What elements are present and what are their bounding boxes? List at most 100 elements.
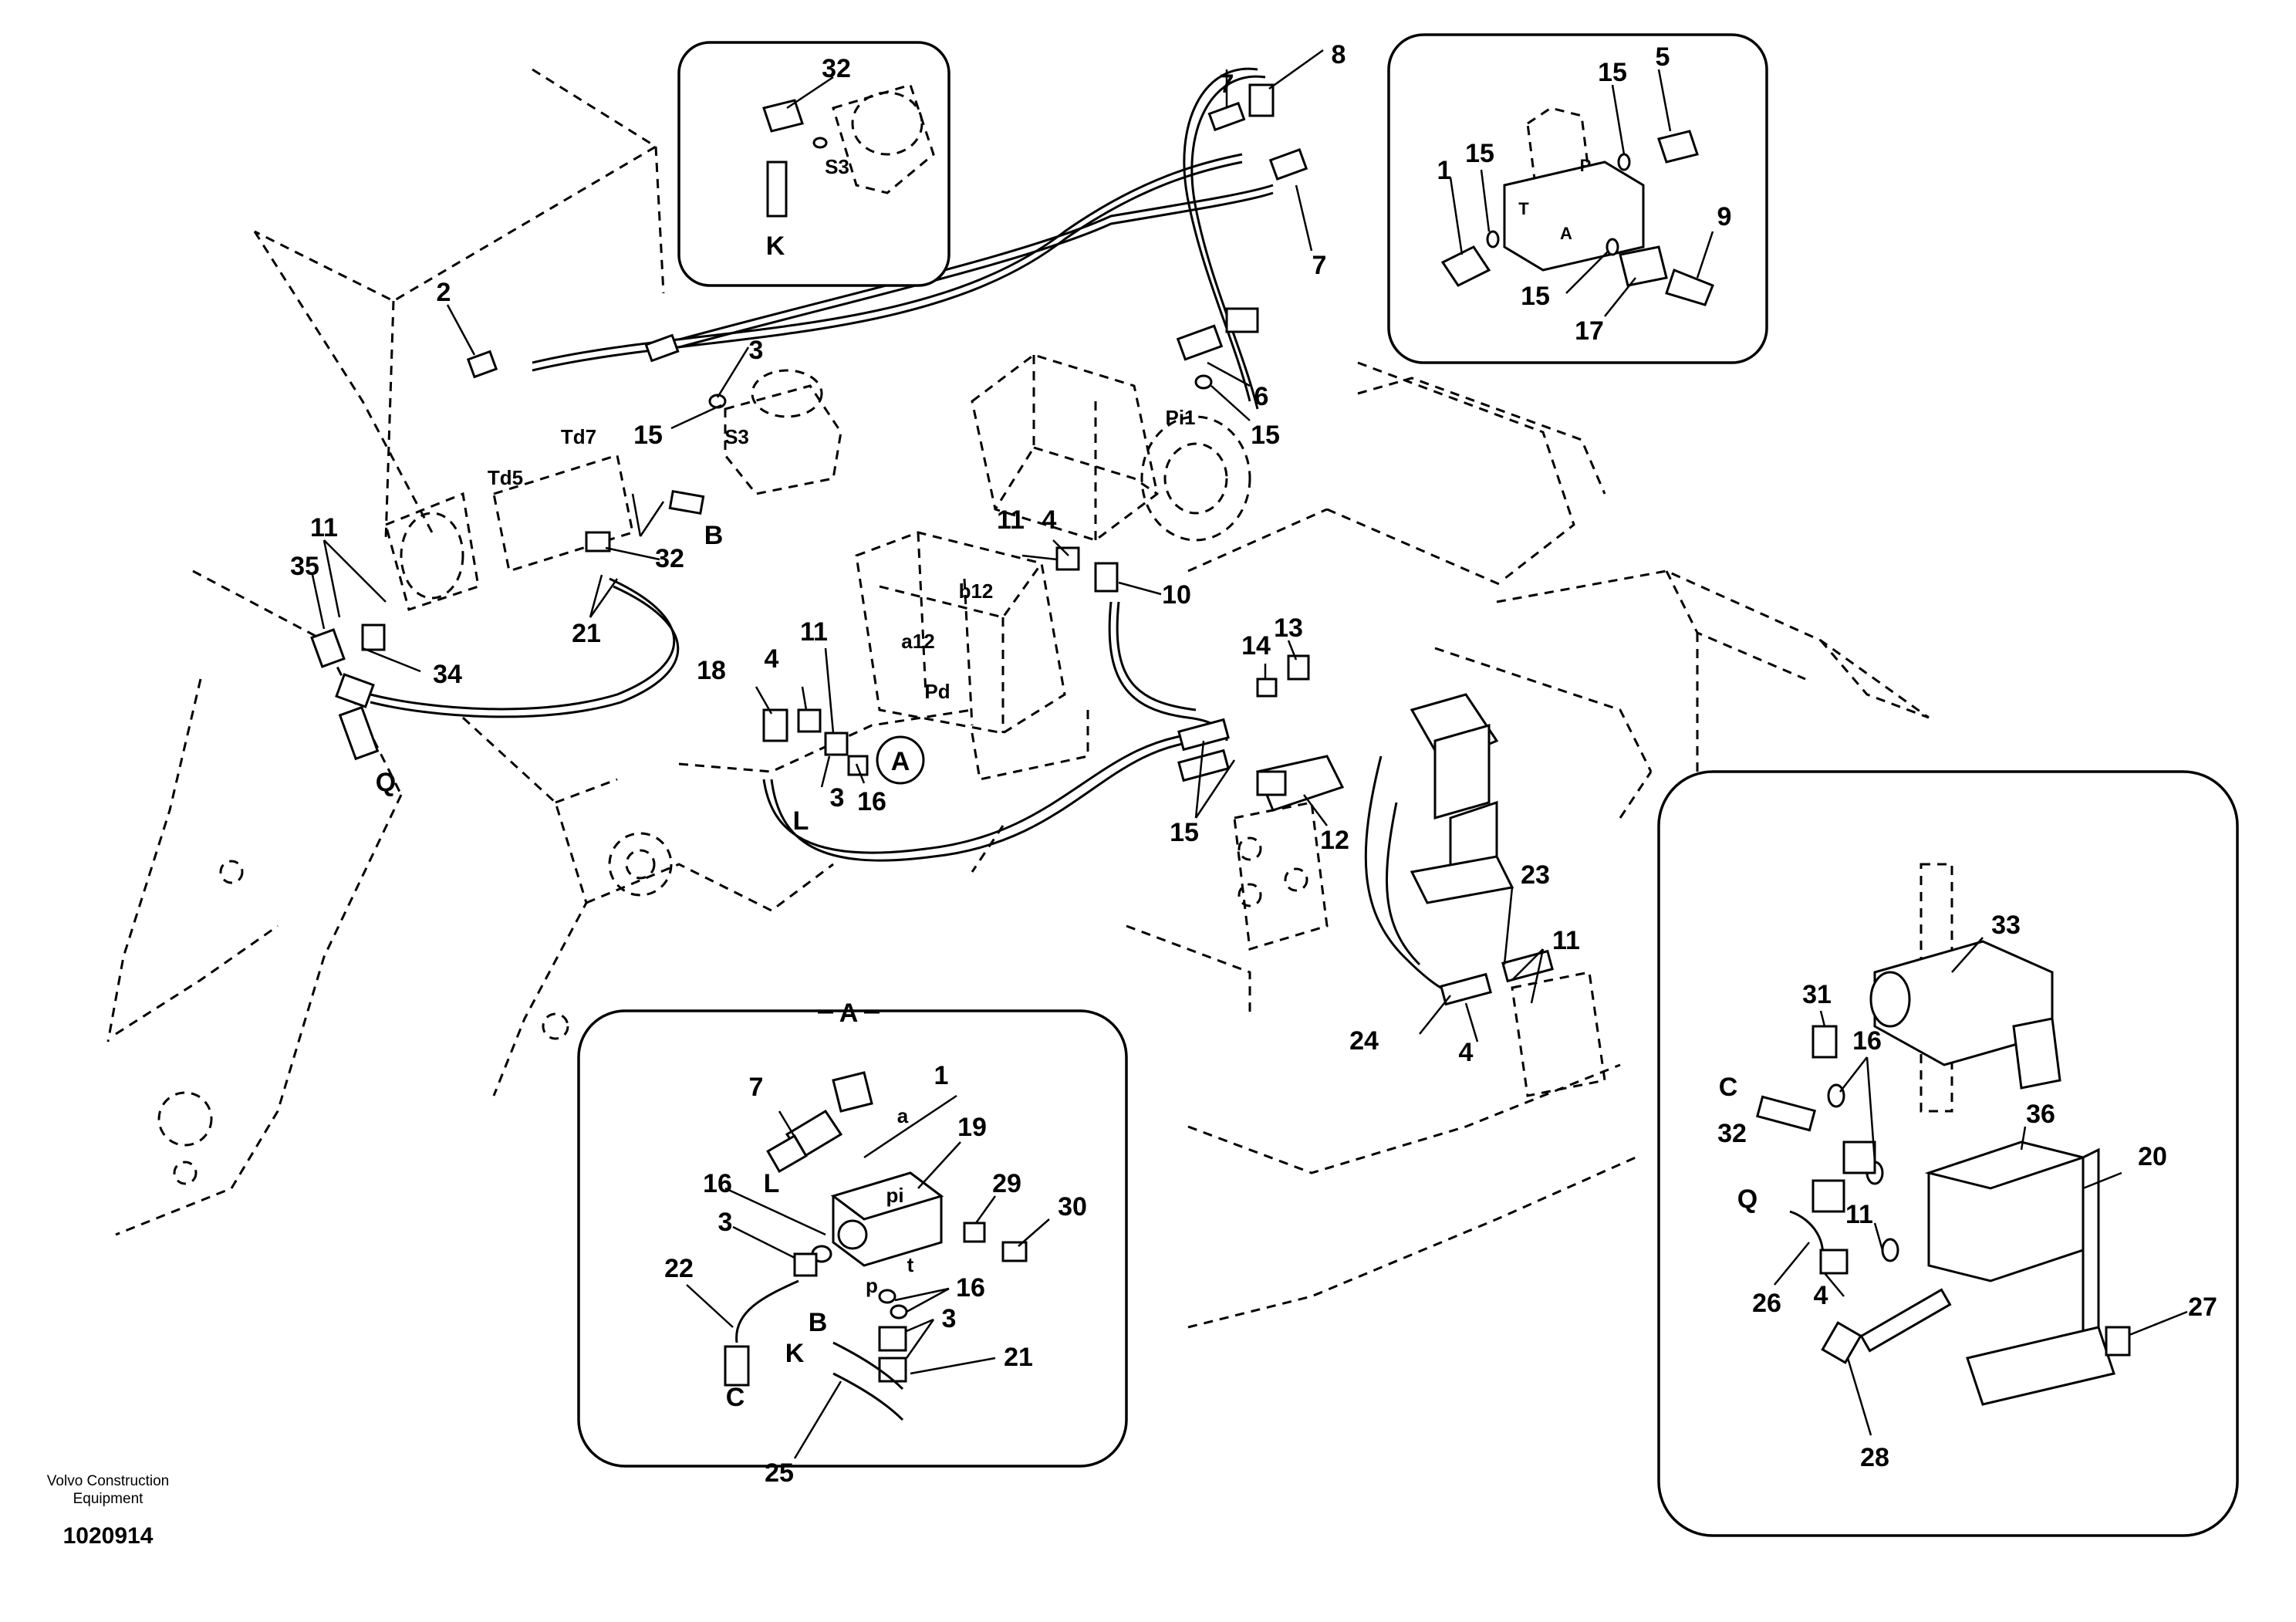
port-t-inset: T xyxy=(1518,199,1529,218)
callout-12: 12 xyxy=(1320,826,1349,855)
brand-line-2: Equipment xyxy=(73,1491,144,1507)
callout-32-right: 32 xyxy=(1717,1119,1747,1148)
port-labels: K S3 S3 Td7 Td5 B Pi1 b12 a12 Pd Q L A P… xyxy=(376,155,1757,1412)
port-td5: Td5 xyxy=(488,466,523,489)
callout-3-detail: 3 xyxy=(718,1208,733,1237)
travel-motor-block xyxy=(384,454,634,611)
leader-lines xyxy=(311,49,1545,1042)
callout-7-detail: 7 xyxy=(749,1073,764,1102)
callout-14: 14 xyxy=(1241,631,1271,661)
callout-28: 28 xyxy=(1860,1443,1889,1472)
callout-1-detail: 1 xyxy=(934,1061,949,1090)
callout-3-mid: 3 xyxy=(830,783,845,813)
callout-4-left: 4 xyxy=(765,644,779,674)
callout-13: 13 xyxy=(1274,613,1303,643)
hydraulic-pump xyxy=(971,353,1251,542)
port-l-detail: L xyxy=(764,1169,780,1198)
callout-23: 23 xyxy=(1521,860,1550,890)
callout-8: 8 xyxy=(1332,40,1346,69)
callout-27: 27 xyxy=(2188,1293,2217,1322)
port-b12: b12 xyxy=(959,580,994,603)
port-a-detail: a xyxy=(897,1104,909,1127)
port-a12: a12 xyxy=(901,630,934,653)
port-s3-inset: S3 xyxy=(825,155,849,178)
callout-11-mid: 11 xyxy=(800,617,828,647)
callout-15-pump: 15 xyxy=(1251,421,1280,450)
callout-15-manifold: 15 xyxy=(1170,818,1199,847)
callout-31: 31 xyxy=(1802,980,1832,1009)
port-pi-detail: pi xyxy=(886,1184,903,1207)
callout-9: 9 xyxy=(1717,202,1732,231)
callout-33: 33 xyxy=(1991,911,2021,940)
callout-11-left: 11 xyxy=(310,513,338,542)
inset-s3-k xyxy=(677,41,950,287)
port-c-right: C xyxy=(1719,1073,1738,1102)
distribution-manifold xyxy=(1233,755,1345,951)
machine-frame-outline xyxy=(106,68,1930,1329)
port-c-detail: C xyxy=(726,1383,745,1412)
callout-24: 24 xyxy=(1349,1026,1379,1056)
detail-a-heading: A xyxy=(818,999,880,1028)
callout-6: 6 xyxy=(1254,382,1269,411)
callout-26: 26 xyxy=(1752,1289,1781,1318)
detail-a-marker xyxy=(876,735,925,785)
port-pd: Pd xyxy=(924,680,950,703)
port-b-detail: B xyxy=(809,1308,828,1337)
brand-line-1: Volvo Construction xyxy=(47,1473,169,1489)
port-k-inset: K xyxy=(766,231,785,261)
detail-a-title: A xyxy=(839,999,859,1028)
callout-16-right: 16 xyxy=(1852,1026,1882,1056)
callout-1-inset: 1 xyxy=(1437,156,1452,185)
callout-7-mid: 7 xyxy=(1312,251,1327,280)
port-s3-main: S3 xyxy=(724,425,749,448)
callout-3-top: 3 xyxy=(749,336,764,365)
solenoid-valve-stand xyxy=(1410,693,1606,1097)
detail-a-panel xyxy=(577,1009,1128,1468)
callout-16-detail-b: 16 xyxy=(956,1273,985,1303)
detail-solenoid-panel xyxy=(1657,770,2239,1537)
port-b-main: B xyxy=(704,521,724,550)
callout-30: 30 xyxy=(1058,1192,1087,1222)
callout-16-mid: 16 xyxy=(857,787,886,816)
control-valve xyxy=(855,531,1089,781)
port-td7: Td7 xyxy=(561,425,596,448)
callout-11-panel: 11 xyxy=(1845,1200,1873,1229)
callout-34: 34 xyxy=(433,660,462,689)
callout-17: 17 xyxy=(1575,316,1604,346)
callout-20: 20 xyxy=(2138,1142,2167,1171)
callout-4-right: 4 xyxy=(1459,1038,1474,1067)
callout-29: 29 xyxy=(992,1169,1021,1198)
port-p-detail: p xyxy=(866,1274,878,1297)
callout-11-right: 11 xyxy=(1552,926,1580,955)
port-a-inset: A xyxy=(1560,224,1572,243)
callout-15-inset-a: 15 xyxy=(1598,58,1627,87)
callout-21-main: 21 xyxy=(572,619,601,648)
callout-15-inset-b: 15 xyxy=(1465,139,1494,168)
port-pi1: Pi1 xyxy=(1165,406,1195,429)
port-t-detail: t xyxy=(907,1253,914,1276)
callout-18: 18 xyxy=(697,656,726,685)
footer: Volvo Construction Equipment 1020914 xyxy=(47,1473,169,1549)
port-k-detail: K xyxy=(785,1339,805,1368)
port-q-right: Q xyxy=(1737,1184,1757,1214)
callout-4-valve: 4 xyxy=(1042,505,1057,535)
callout-19: 19 xyxy=(957,1113,987,1142)
callout-11-valve: 11 xyxy=(997,505,1025,535)
callout-10: 10 xyxy=(1162,580,1191,610)
callout-15-s3: 15 xyxy=(633,421,663,450)
doc-number: 1020914 xyxy=(63,1523,154,1549)
callout-22: 22 xyxy=(664,1254,694,1283)
callout-numbers: 32 8 7 7 2 3 15 6 15 11 35 34 32 21 11 4… xyxy=(290,40,2217,1488)
callout-36: 36 xyxy=(2026,1100,2055,1129)
port-l-main: L xyxy=(793,806,809,836)
port-a-marker: A xyxy=(891,747,910,776)
callout-25: 25 xyxy=(765,1458,794,1488)
callout-4-panel: 4 xyxy=(1814,1281,1828,1310)
callout-2: 2 xyxy=(437,278,451,307)
callout-15-inset-c: 15 xyxy=(1521,282,1550,311)
s3-valve-block xyxy=(724,369,842,495)
callout-7-top: 7 xyxy=(1220,69,1234,99)
port-p-inset: P xyxy=(1580,156,1592,175)
callout-32-inset: 32 xyxy=(822,54,851,83)
